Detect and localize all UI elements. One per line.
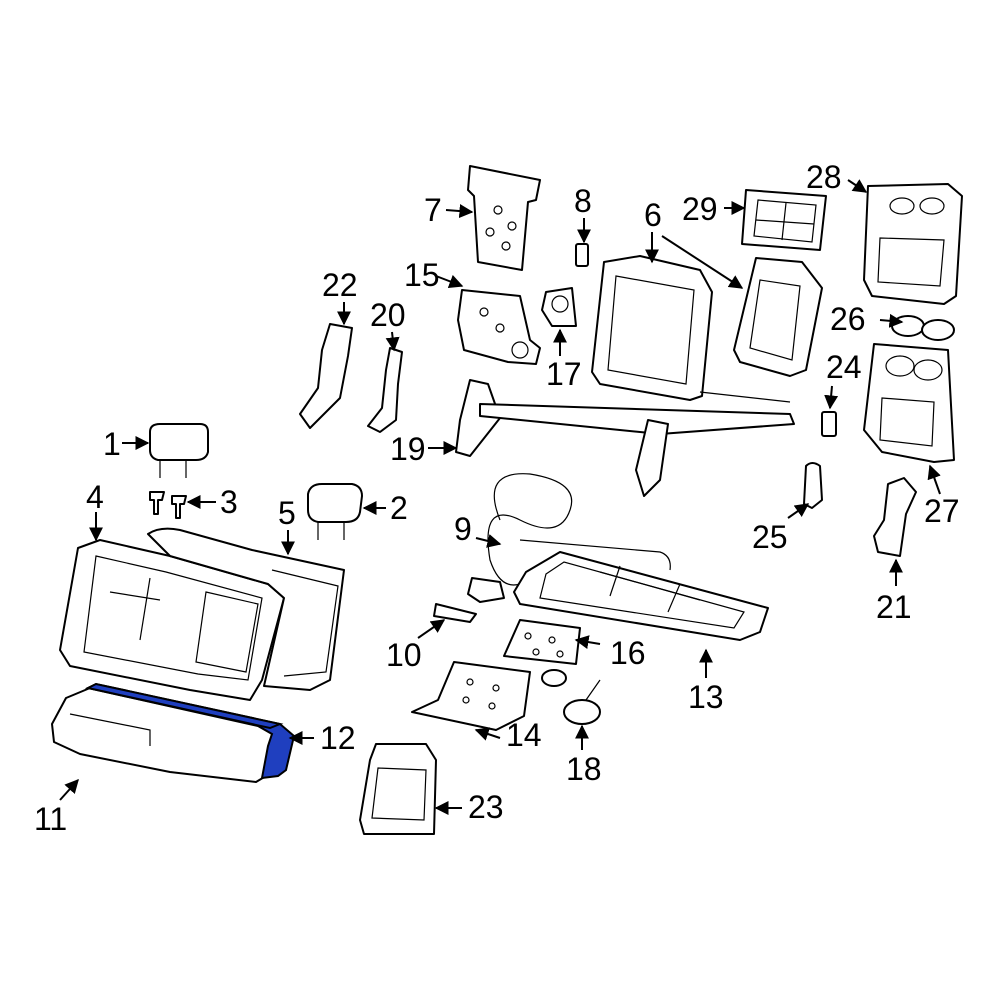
callout-16: 16 xyxy=(610,635,646,671)
callout-5: 5 xyxy=(278,495,296,531)
callout-1: 1 xyxy=(103,426,121,462)
callout-15: 15 xyxy=(404,257,440,293)
callout-12: 12 xyxy=(320,720,356,756)
part-15-plate[interactable] xyxy=(457,289,541,365)
part-18-motor[interactable] xyxy=(563,679,601,725)
callout-11: 11 xyxy=(34,801,67,837)
part-9-cable[interactable] xyxy=(467,473,671,603)
part-25-hook[interactable] xyxy=(803,462,823,509)
part-7-panel[interactable] xyxy=(467,165,541,271)
callout-22: 22 xyxy=(322,267,358,303)
part-27-armrest-base[interactable] xyxy=(863,343,955,463)
callout-4: 4 xyxy=(86,479,104,515)
part-8-clip[interactable] xyxy=(575,243,589,267)
callout-13: 13 xyxy=(688,679,724,715)
callout-18: 18 xyxy=(566,751,602,787)
part-6-frame[interactable] xyxy=(591,255,823,401)
part-1-headrest[interactable] xyxy=(149,423,209,478)
part-22-trim[interactable] xyxy=(299,323,353,429)
leader-lines xyxy=(59,179,941,815)
part-14-plate[interactable] xyxy=(411,661,531,731)
part-13-seat-frame[interactable] xyxy=(513,551,769,641)
part-28-armrest-cover[interactable] xyxy=(863,183,963,305)
callout-28: 28 xyxy=(806,159,842,195)
part-16-plate[interactable] xyxy=(503,619,581,687)
callout-6: 6 xyxy=(644,197,662,233)
callout-19: 19 xyxy=(390,431,426,467)
callout-17: 17 xyxy=(546,356,582,392)
callout-8: 8 xyxy=(574,183,592,219)
callout-14: 14 xyxy=(506,717,542,753)
callout-23: 23 xyxy=(468,789,504,825)
callout-7: 7 xyxy=(424,192,442,228)
part-26-cup-holder[interactable] xyxy=(891,315,955,341)
part-17-bracket[interactable] xyxy=(541,287,577,327)
callout-21: 21 xyxy=(876,589,912,625)
part-3-bolts[interactable] xyxy=(149,491,187,519)
part-21-trim[interactable] xyxy=(873,477,917,557)
part-4-seat-back[interactable] xyxy=(59,539,285,701)
part-24-clip[interactable] xyxy=(821,411,837,437)
callout-labels: 1 2 3 4 5 6 7 8 9 10 11 12 13 14 15 16 1… xyxy=(34,159,960,837)
part-20-bracket[interactable] xyxy=(367,347,403,433)
callout-20: 20 xyxy=(370,297,406,333)
callout-10: 10 xyxy=(386,637,422,673)
part-5-seat-back[interactable] xyxy=(147,527,345,691)
callout-24: 24 xyxy=(826,349,862,385)
part-19-frame-rail[interactable] xyxy=(455,379,795,497)
part-10-handle[interactable] xyxy=(433,603,477,623)
part-12-cushion-pad[interactable] xyxy=(85,682,296,780)
callout-9: 9 xyxy=(454,511,472,547)
callout-27: 27 xyxy=(924,493,960,529)
part-23-storage-bin[interactable] xyxy=(359,743,437,835)
callout-25: 25 xyxy=(752,519,788,555)
callout-2: 2 xyxy=(390,490,408,526)
callout-26: 26 xyxy=(830,301,866,337)
part-2-headrest[interactable] xyxy=(307,483,363,540)
callout-29: 29 xyxy=(682,191,718,227)
part-29-pad[interactable] xyxy=(741,189,827,251)
callout-3: 3 xyxy=(220,484,238,520)
